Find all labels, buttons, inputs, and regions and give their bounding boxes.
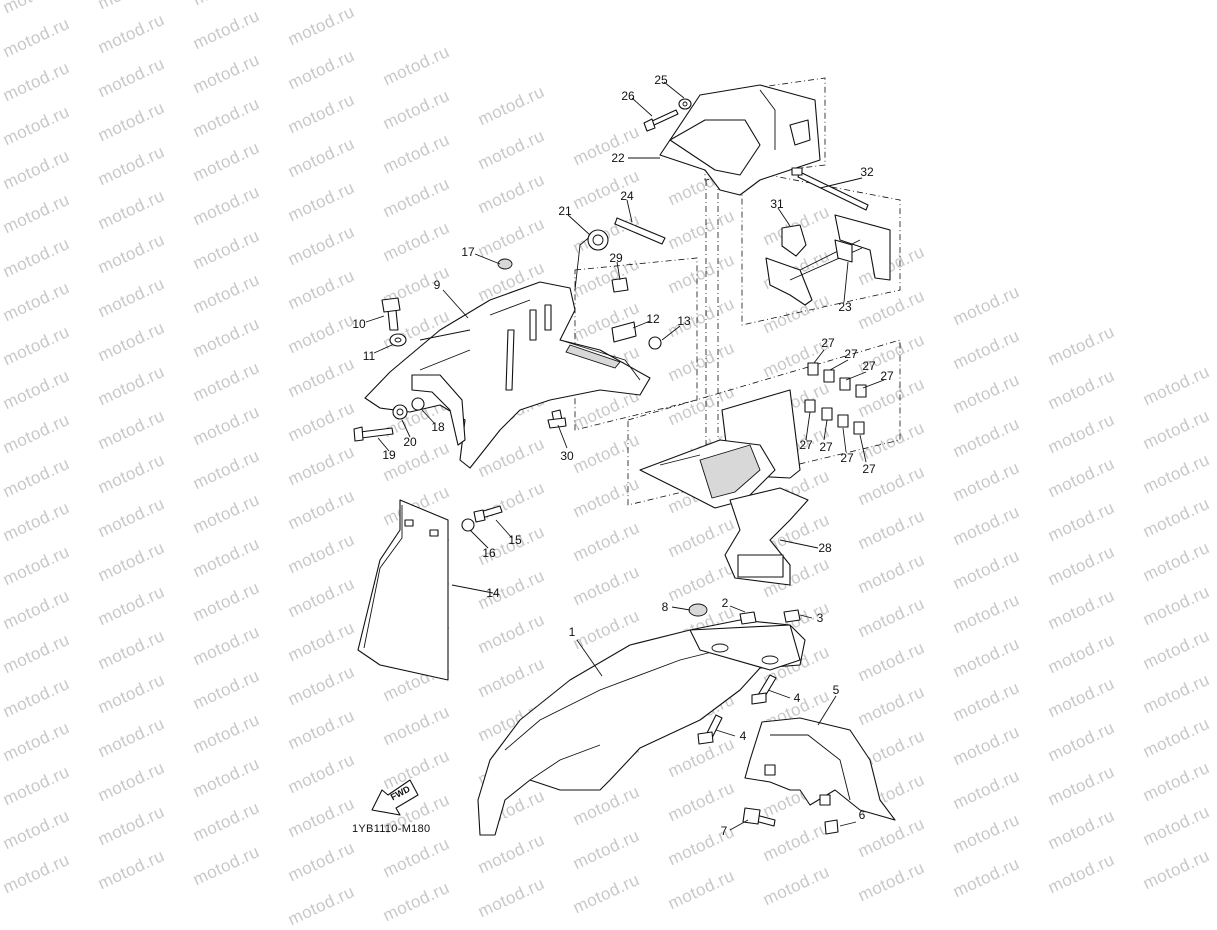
callout-23[interactable]: 23 — [838, 300, 852, 314]
part-31-clamp — [781, 224, 807, 257]
callout-14[interactable]: 14 — [486, 586, 500, 600]
callout-9[interactable]: 9 — [433, 278, 441, 292]
callout-27e[interactable]: 27 — [799, 438, 813, 452]
callout-5[interactable]: 5 — [832, 683, 840, 697]
part-1-front-fender — [477, 619, 806, 836]
diagram-code: 1YB1110-M180 — [352, 823, 431, 835]
part-18-collar — [411, 397, 425, 411]
frame-rear-fender-group — [574, 257, 698, 431]
callout-13[interactable]: 13 — [677, 314, 691, 328]
part-29-clip — [611, 277, 629, 293]
callout-30[interactable]: 30 — [560, 449, 574, 463]
part-13-nut — [648, 336, 662, 350]
callout-26[interactable]: 26 — [621, 89, 635, 103]
callout-3[interactable]: 3 — [816, 611, 824, 625]
callout-28[interactable]: 28 — [818, 541, 832, 555]
frame-tail-light-group — [704, 77, 826, 181]
part-10-bolt — [381, 297, 401, 331]
part-3-nut — [783, 609, 801, 623]
callout-27b[interactable]: 27 — [844, 347, 858, 361]
part-8-grommet — [688, 603, 708, 617]
callout-27c[interactable]: 27 — [862, 359, 876, 373]
part-22-housing — [659, 84, 821, 196]
part-15-screw — [473, 505, 503, 523]
part-14-mud-flap — [357, 499, 449, 681]
callout-4a[interactable]: 4 — [793, 691, 801, 705]
part-25-washer — [678, 98, 692, 110]
callout-24[interactable]: 24 — [620, 189, 634, 203]
part-6-nut — [824, 819, 839, 835]
part-7-bolt — [742, 807, 776, 827]
leader-lines — [365, 81, 885, 831]
callout-27h[interactable]: 27 — [862, 462, 876, 476]
callout-11[interactable]: 11 — [362, 349, 376, 363]
part-20-washer — [392, 404, 408, 420]
callout-15[interactable]: 15 — [508, 533, 522, 547]
part-23-bracket — [765, 214, 891, 306]
callout-27d[interactable]: 27 — [880, 369, 894, 383]
part-12-spacer — [611, 321, 637, 343]
part-5-brace — [744, 717, 896, 821]
callout-1[interactable]: 1 — [568, 625, 576, 639]
callout-29[interactable]: 29 — [609, 251, 623, 265]
callout-10[interactable]: 10 — [352, 317, 366, 331]
part-28-plate-holder — [724, 487, 809, 586]
callout-19[interactable]: 19 — [382, 448, 396, 462]
callout-27a[interactable]: 27 — [821, 336, 835, 350]
callout-18[interactable]: 18 — [431, 420, 445, 434]
frame-bracket-group — [741, 169, 901, 326]
callout-31[interactable]: 31 — [770, 197, 784, 211]
callout-21[interactable]: 21 — [558, 204, 572, 218]
part-27-pads — [804, 362, 867, 435]
part-4-bolt-a — [751, 674, 777, 705]
license-plate-bracket — [639, 389, 801, 509]
part-16-washer — [461, 518, 475, 532]
part-4-bolt-b — [697, 714, 723, 745]
callout-4b[interactable]: 4 — [739, 729, 747, 743]
callout-16[interactable]: 16 — [482, 546, 496, 560]
part-26-bolt — [643, 109, 679, 132]
part-32-tie — [791, 167, 869, 211]
callout-8[interactable]: 8 — [661, 600, 669, 614]
callout-25[interactable]: 25 — [654, 73, 668, 87]
part-19-bolt — [353, 426, 394, 442]
part-17-grommet — [497, 258, 513, 270]
part-2-nut — [739, 611, 757, 625]
callout-22[interactable]: 22 — [611, 151, 625, 165]
frame-plate-group — [627, 339, 901, 506]
callout-7[interactable]: 7 — [720, 824, 728, 838]
callout-27g[interactable]: 27 — [840, 451, 854, 465]
part-11-collar — [389, 333, 407, 347]
part-9-rear-fender — [364, 229, 651, 469]
part-30-screw — [547, 409, 567, 429]
fwd-arrow-icon — [371, 779, 419, 816]
callout-12[interactable]: 12 — [646, 312, 660, 326]
callout-27f[interactable]: 27 — [819, 440, 833, 454]
callout-32[interactable]: 32 — [860, 165, 874, 179]
callout-6[interactable]: 6 — [858, 808, 866, 822]
part-24-band — [614, 217, 666, 245]
callout-20[interactable]: 20 — [403, 435, 417, 449]
part-21-damper — [587, 229, 609, 251]
callout-2[interactable]: 2 — [721, 596, 729, 610]
callout-17[interactable]: 17 — [461, 245, 475, 259]
